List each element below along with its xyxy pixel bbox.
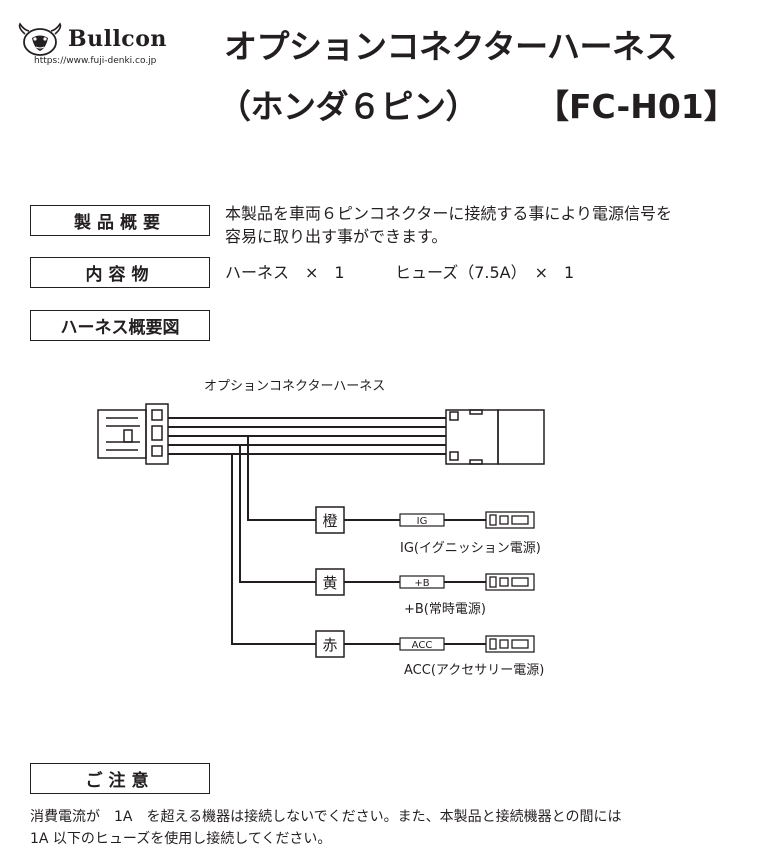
contents-item-harness: ハーネス × 1 bbox=[225, 263, 345, 282]
right-connector bbox=[445, 409, 545, 465]
branch-wires bbox=[231, 436, 316, 645]
caution-text-line1: 消費電流が 1A を超える機器は接続しないでください。また、本製品と接続機器との… bbox=[30, 809, 622, 825]
wire-tag: +B bbox=[414, 578, 429, 589]
company-url[interactable]: https://www.fuji-denki.co.jp bbox=[34, 56, 157, 66]
wire-color-label: 赤 bbox=[322, 636, 337, 654]
wire-description: +B(常時電源) bbox=[404, 602, 486, 617]
terminal-icon bbox=[485, 511, 535, 529]
harness-label: オプションコネクターハーネス bbox=[204, 379, 385, 394]
wire-tag: ACC bbox=[412, 640, 433, 651]
section-label-caution: ご注意 bbox=[30, 763, 210, 794]
harness-wires bbox=[168, 417, 446, 455]
wire-tag: IG bbox=[417, 516, 428, 527]
terminal-icon bbox=[485, 573, 535, 591]
wire-color-label: 橙 bbox=[322, 512, 337, 530]
brand-logo bbox=[16, 22, 206, 72]
section-label-overview: 製品概要 bbox=[30, 205, 210, 236]
logo-wordmark: Bullcon bbox=[68, 26, 167, 52]
model-number: 【FC-H01】 bbox=[536, 87, 737, 126]
overview-text-line1: 本製品を車両６ピンコネクターに接続する事により電源信号を bbox=[225, 204, 673, 223]
harness-diagram: オプションコネクターハーネス 橙 bbox=[97, 379, 545, 678]
terminal-icon bbox=[485, 635, 535, 653]
section-label-diagram: ハーネス概要図 bbox=[30, 310, 210, 341]
left-connector bbox=[97, 403, 169, 465]
overview-text-line2: 容易に取り出す事ができます。 bbox=[225, 227, 448, 246]
wire-description: ACC(アクセサリー電源) bbox=[404, 663, 544, 678]
wire-description: IG(イグニッション電源) bbox=[400, 541, 541, 556]
caution-text: 消費電流が 1A を超える機器は接続しないでください。また、本製品と接続機器との… bbox=[30, 806, 622, 850]
branch-acc: 赤 ACC ACC(アクセサリー電源) bbox=[315, 630, 544, 678]
bull-head-icon bbox=[18, 22, 62, 56]
wire-color-label: 黄 bbox=[322, 574, 337, 592]
page-title: オプションコネクターハーネス bbox=[224, 27, 678, 66]
page-subtitle: （ホンダ６ピン） bbox=[218, 87, 479, 126]
contents-item-fuse: ヒューズ（7.5A） × 1 bbox=[395, 263, 575, 282]
section-label-contents: 内容物 bbox=[30, 257, 210, 288]
branch-ig: 橙 IG IG(イグニッション電源) bbox=[315, 506, 541, 556]
branch-plus-b: 黄 +B +B(常時電源) bbox=[315, 568, 535, 617]
caution-text-line2: 1A 以下のヒューズを使用し接続してください。 bbox=[30, 831, 332, 847]
